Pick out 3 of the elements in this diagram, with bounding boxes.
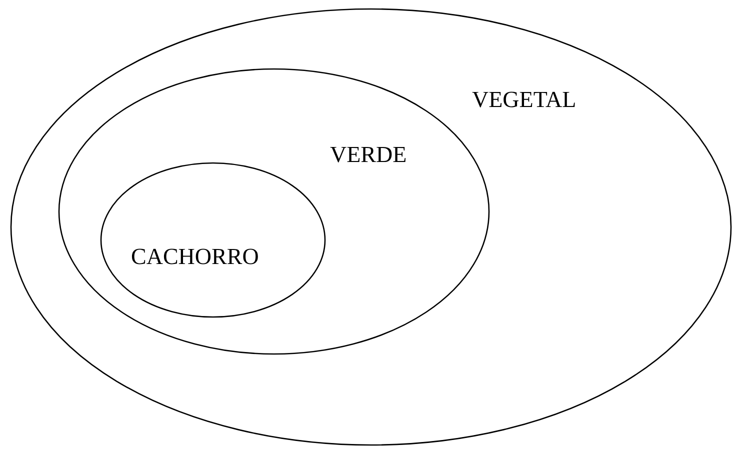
- set-label: CACHORRO: [131, 245, 259, 268]
- set-label: VEGETAL: [472, 88, 576, 111]
- set-label: VERDE: [330, 143, 407, 166]
